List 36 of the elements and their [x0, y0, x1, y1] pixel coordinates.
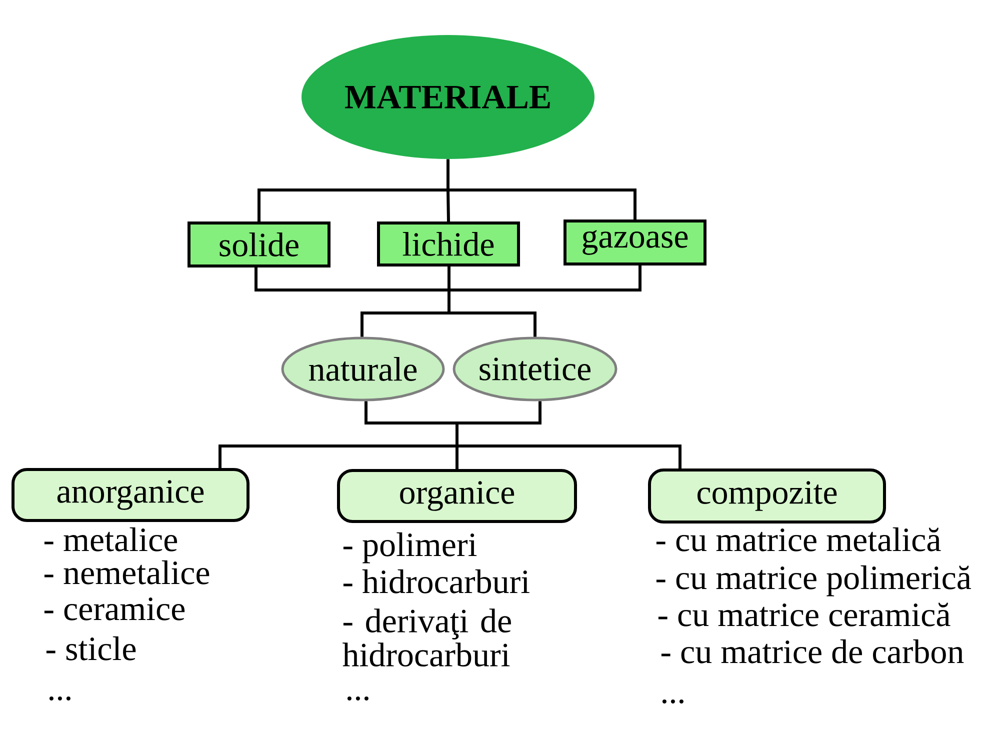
connector-line	[254, 268, 449, 292]
list-item: ...	[662, 699, 684, 704]
list-item: - polimeri	[343, 532, 477, 564]
connector-line	[448, 188, 636, 220]
rounded-box: anorganice	[12, 468, 250, 522]
list-item: - cu matrice ceramică	[658, 602, 950, 626]
connector-line	[457, 444, 682, 468]
list-item: - sticle	[46, 636, 136, 660]
list-item: - cu matrice polimerică	[656, 565, 972, 596]
connector-line	[449, 312, 536, 337]
list-item: - derivaţi de hidrocarburi	[342, 608, 511, 667]
list-item: - ceramice	[44, 598, 185, 620]
list-item: - hidrocarburi	[343, 569, 530, 594]
list-item: - cu matrice de carbon	[661, 639, 964, 664]
category-box: solide	[188, 222, 330, 268]
rounded-box: compozite	[648, 468, 886, 524]
connector-line	[456, 423, 458, 446]
category-box: lichide	[377, 222, 520, 266]
connector-line	[364, 401, 457, 424]
list-item: - cu matrice metalică	[656, 527, 941, 552]
connector-line	[456, 446, 458, 469]
connector-line	[446, 159, 450, 190]
connector-line	[258, 188, 448, 222]
connector-line	[360, 312, 449, 337]
list-item: - nemetalice	[44, 560, 210, 584]
list-item: - metalice	[44, 527, 178, 552]
connector-line	[449, 266, 642, 292]
rounded-box: organice	[337, 469, 577, 523]
connector-line	[218, 444, 457, 468]
connector-line	[448, 290, 450, 313]
connector-line	[457, 401, 542, 424]
connector-line	[446, 190, 450, 222]
list-item: ...	[49, 696, 70, 700]
list-item: ...	[347, 696, 368, 700]
connector-line	[448, 266, 450, 290]
category-box: gazoase	[564, 220, 706, 266]
